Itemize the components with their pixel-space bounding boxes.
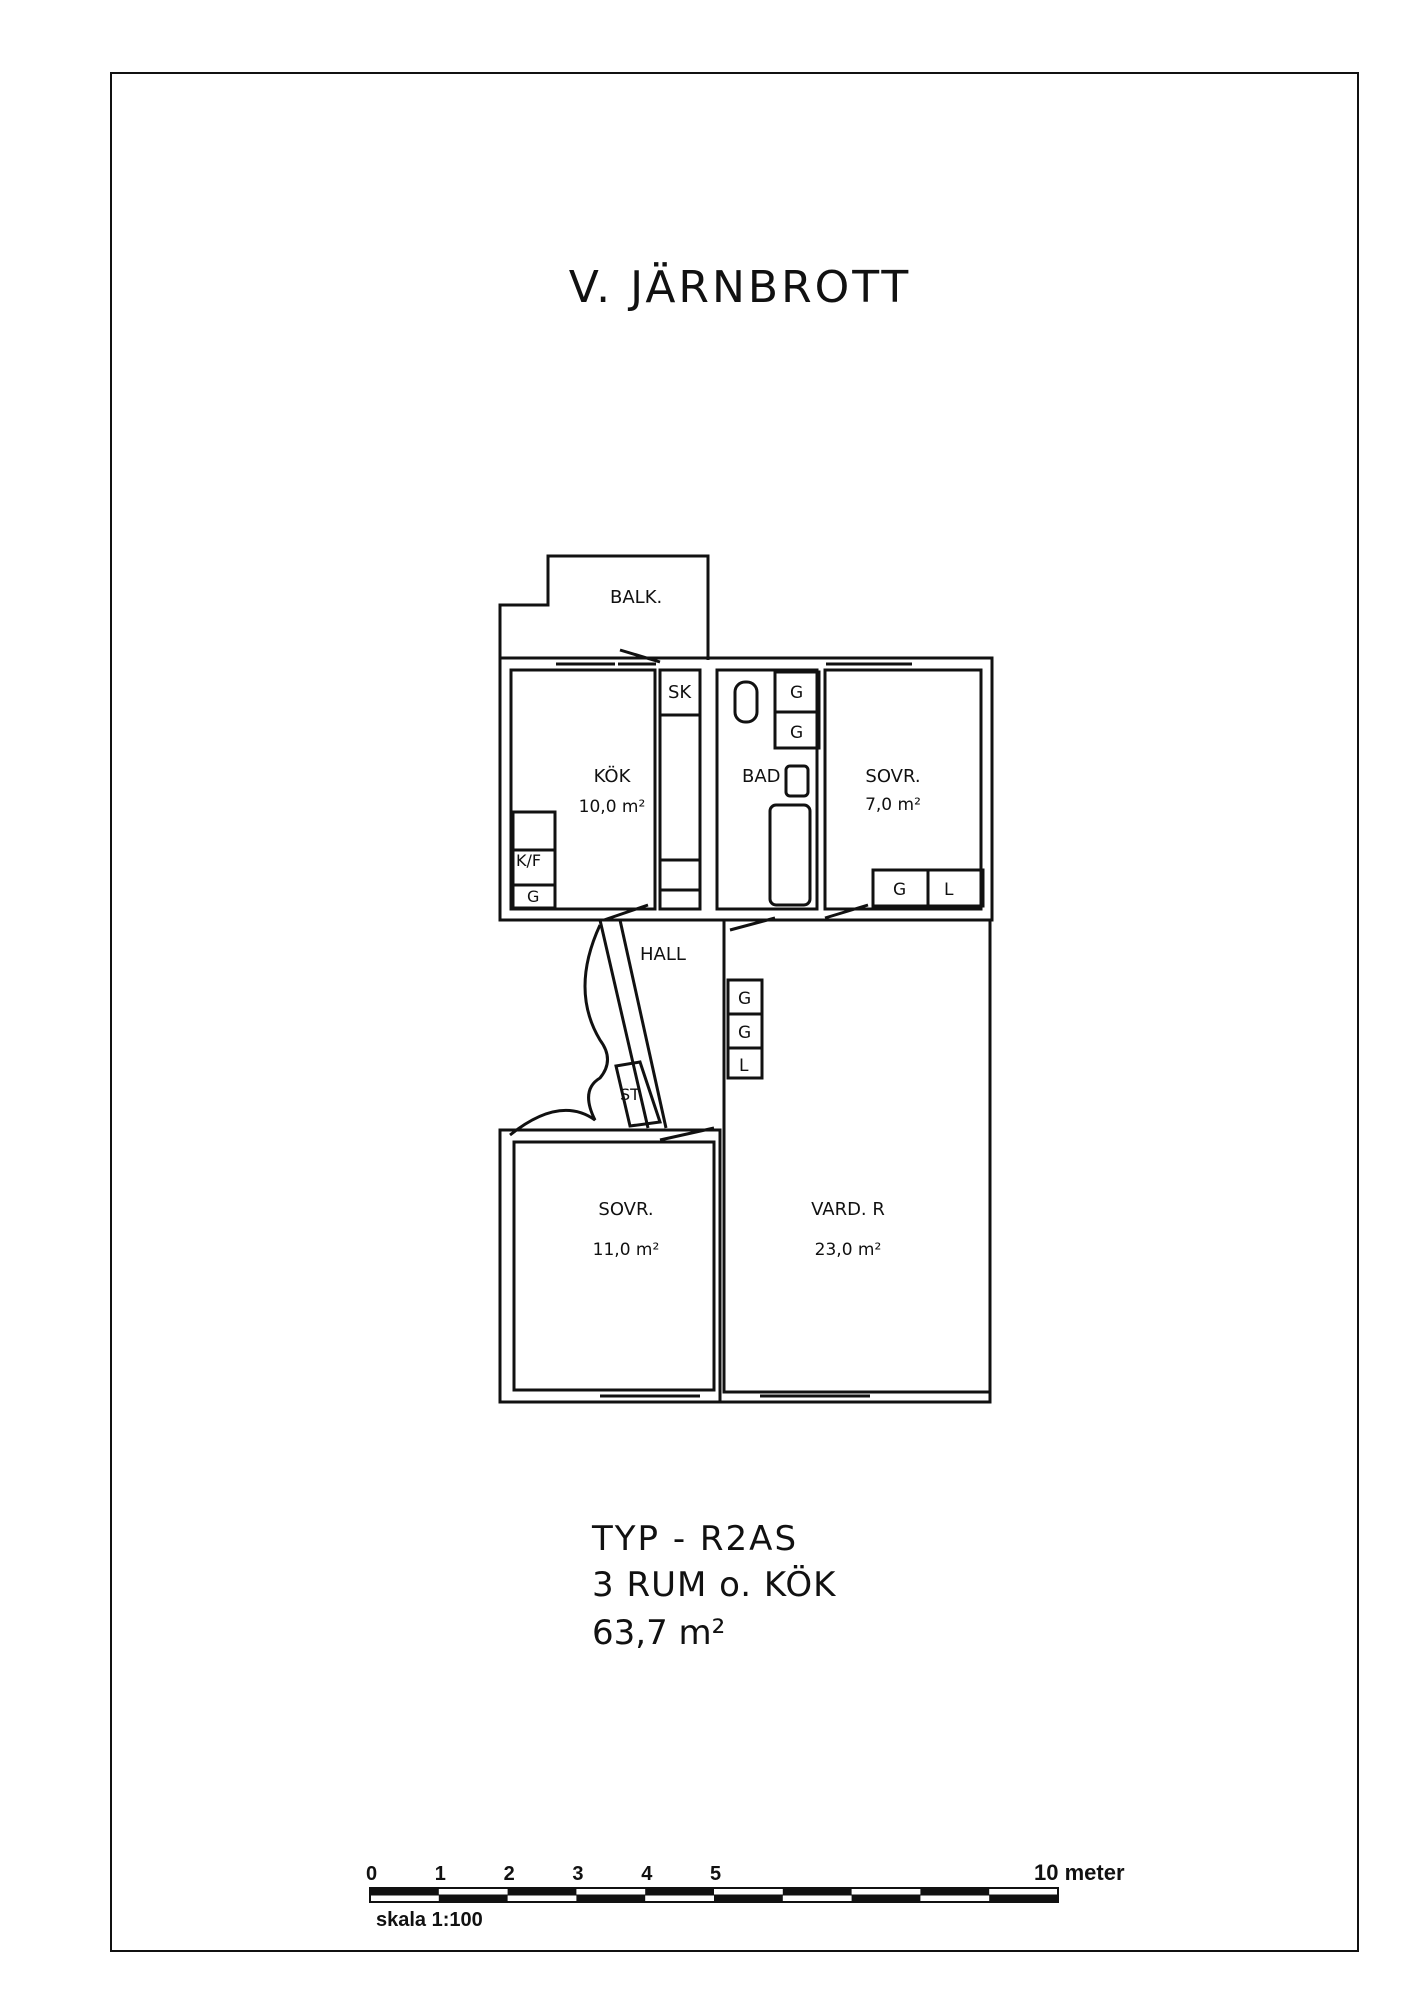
total-area: 63,7 m² <box>592 1613 725 1653</box>
scale-tick-label: 3 <box>572 1863 583 1885</box>
closet-column <box>658 668 702 911</box>
closet-label: SK <box>668 682 692 703</box>
washbasin <box>733 680 759 724</box>
room-count: 3 RUM o. KÖK <box>592 1564 837 1605</box>
bedroom-small-area: 7,0 m² <box>865 795 921 815</box>
hall-diagonal-wall <box>598 919 650 1129</box>
bathtub <box>768 803 812 907</box>
toilet <box>784 764 810 798</box>
fixture-l-hall: L <box>739 1056 749 1076</box>
upper-outer-wall <box>498 656 994 922</box>
bedroom-small-label: SOVR. <box>865 766 920 787</box>
scale-end-label: 10 meter <box>1034 1860 1125 1885</box>
living-area: 23,0 m² <box>815 1240 882 1260</box>
walls <box>498 554 994 1404</box>
scale-tick-label: 0 <box>366 1863 377 1885</box>
scale-segment <box>370 1888 439 1895</box>
fixture-g-bedroom: G <box>893 880 906 900</box>
entrance-door-arc <box>509 924 609 1137</box>
storage-label: ST <box>620 1085 640 1104</box>
drawing-frame <box>110 72 1359 1952</box>
fixture-g-bath-2: G <box>790 723 803 743</box>
bedroom-large-inner <box>512 1140 716 1392</box>
living-label: VARD. R <box>811 1199 885 1220</box>
scale-segment <box>576 1895 646 1902</box>
fridge-unit <box>511 810 557 910</box>
kitchen-area: 10,0 m² <box>579 797 646 817</box>
fixture-g-kitchen: G <box>527 887 539 906</box>
bedroom-small-inner <box>823 668 983 911</box>
fixture-g-hall-2: G <box>738 1023 751 1043</box>
scale-segment <box>645 1888 714 1895</box>
balcony-outline <box>498 554 710 660</box>
scale-tick-label: 5 <box>710 1863 721 1885</box>
storage-unit <box>614 1060 662 1128</box>
fixture-g-hall-1: G <box>738 989 751 1009</box>
kitchen-label: KÖK <box>594 765 632 787</box>
living-inner <box>722 918 992 1394</box>
fixture-g-bath-1: G <box>790 683 803 703</box>
bath-inner <box>715 668 819 911</box>
wardrobe-bath <box>773 670 821 750</box>
scale-segment <box>851 1895 921 1902</box>
scale-tick-label: 2 <box>504 1863 515 1885</box>
scale-caption: skala 1:100 <box>376 1909 483 1931</box>
bedroom-large-area: 11,0 m² <box>593 1240 660 1260</box>
scale-segment <box>989 1895 1058 1902</box>
scale-segment <box>507 1888 577 1895</box>
scale-segment <box>438 1895 508 1902</box>
bedroom-large-outer <box>498 1128 722 1404</box>
scale-tick-label: 1 <box>435 1863 446 1885</box>
type-label: TYP - R2AS <box>591 1519 798 1559</box>
scale-segment <box>782 1888 852 1895</box>
scale-bar <box>369 1887 1059 1903</box>
scale-tick-label: 4 <box>641 1863 653 1885</box>
kitchen-inner <box>509 668 657 911</box>
wardrobe-hall <box>726 978 764 1080</box>
balcony-label: BALK. <box>610 587 662 608</box>
scale-segment <box>714 1895 783 1902</box>
plan-title: V. JÄRNBROTT <box>569 261 912 313</box>
hall-label: HALL <box>640 944 686 965</box>
bedroom-large-label: SOVR. <box>598 1199 653 1220</box>
scale-segment <box>920 1888 990 1895</box>
bath-label: BAD <box>742 766 781 787</box>
fridge-label: K/F <box>516 851 541 870</box>
fixture-l-bedroom: L <box>944 880 954 900</box>
